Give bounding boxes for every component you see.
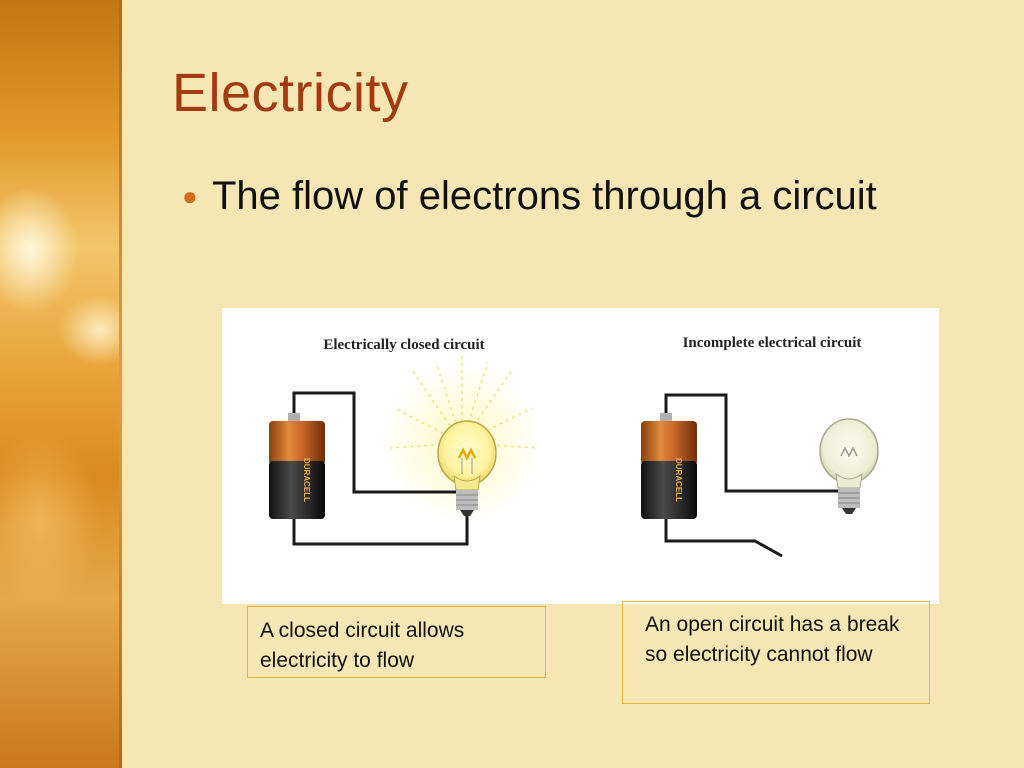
decorative-side-strip — [0, 0, 122, 768]
slide-title: Electricity — [172, 63, 409, 123]
open-circuit-caption: An open circuit has a break so electrici… — [622, 601, 930, 704]
battery-brand-left: DURACELL — [302, 458, 311, 502]
light-bulb-lit — [437, 420, 497, 516]
circuit-figure: Electrically closed circuit — [222, 308, 939, 604]
bullet-dot-icon: ● — [182, 181, 198, 211]
battery-left: DURACELL — [269, 413, 325, 519]
left-diagram-title: Electrically closed circuit — [323, 337, 484, 353]
battery-brand-right: DURACELL — [674, 458, 683, 502]
closed-circuit-wires — [292, 391, 469, 546]
open-circuit-wires — [664, 393, 842, 558]
battery-right: DURACELL — [641, 413, 697, 519]
closed-circuit-caption: A closed circuit allows electricity to f… — [247, 606, 546, 678]
right-diagram-title: Incomplete electrical circuit — [683, 335, 862, 351]
light-bulb-unlit — [819, 418, 879, 514]
bullet-text: The flow of electrons through a circuit — [212, 174, 877, 218]
bullet-item: ● The flow of electrons through a circui… — [182, 170, 942, 222]
